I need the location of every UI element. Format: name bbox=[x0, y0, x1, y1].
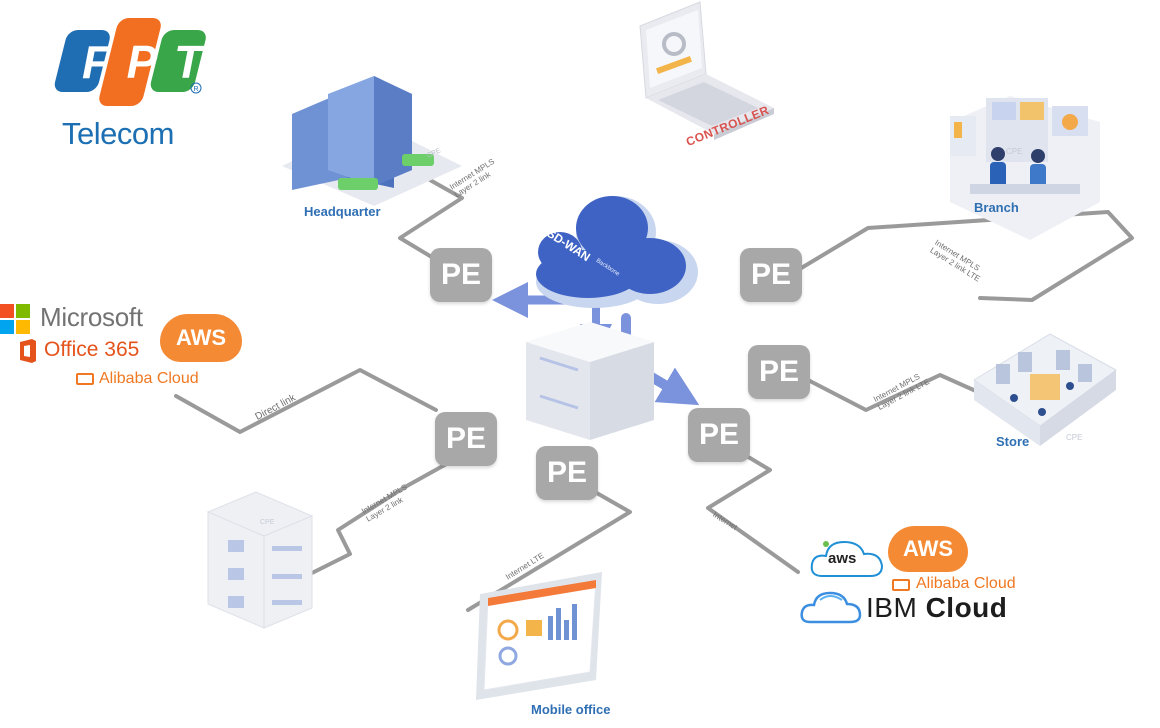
alibaba-icon-left bbox=[76, 373, 94, 385]
link-line-mobile bbox=[466, 490, 632, 612]
aws-small-cloud-icon bbox=[810, 540, 884, 577]
ibm-cloud-icon bbox=[800, 591, 862, 624]
pe-node-store: PE bbox=[748, 345, 810, 399]
pe-node-mobile: PE bbox=[536, 446, 598, 500]
brand-name: Telecom bbox=[62, 116, 174, 151]
svg-text:R: R bbox=[193, 86, 198, 93]
alibaba-icon-right bbox=[892, 579, 910, 591]
store-icon: CPE bbox=[973, 333, 1117, 446]
mobile-office-laptop-icon bbox=[476, 572, 602, 700]
link-line-direct bbox=[174, 368, 438, 434]
svg-text:CPE: CPE bbox=[1066, 433, 1082, 442]
link-line-branch bbox=[796, 210, 1134, 302]
server-stack-icon bbox=[526, 322, 654, 440]
svg-text:CPE: CPE bbox=[1006, 147, 1022, 156]
link-line-store bbox=[806, 373, 980, 412]
aws-badge-right: AWS bbox=[888, 526, 968, 572]
fpt-logo: F P T R bbox=[54, 18, 206, 106]
ibm-cloud-label: IBM Cloud bbox=[866, 592, 1008, 623]
microsoft-label: Microsoft bbox=[40, 302, 143, 332]
link-line-left-cpe bbox=[308, 460, 452, 576]
office-icon bbox=[20, 339, 36, 363]
store-caption: Store bbox=[996, 434, 1030, 449]
pe-node-left: PE bbox=[435, 412, 497, 466]
left-cpe-device-icon: CPE bbox=[206, 491, 314, 629]
pe-node-headquarter: PE bbox=[430, 248, 492, 302]
sd-wan-cloud-icon bbox=[536, 196, 698, 308]
link-line-headquarter bbox=[398, 178, 464, 264]
office365-label: Office 365 bbox=[44, 338, 140, 361]
alibaba-label-left: Alibaba Cloud bbox=[99, 370, 199, 387]
branch-office-icon: CPE bbox=[950, 96, 1100, 240]
pe-node-branch: PE bbox=[740, 248, 802, 302]
microsoft-logo-icon bbox=[0, 304, 30, 334]
pe-node-right: PE bbox=[688, 408, 750, 462]
mobile-office-caption: Mobile office bbox=[531, 702, 611, 717]
aws-badge-left: AWS bbox=[160, 314, 242, 362]
headquarter-caption: Headquarter bbox=[304, 204, 381, 219]
svg-text:F: F bbox=[82, 36, 112, 88]
headquarter-building-icon: CPE bbox=[282, 76, 462, 206]
svg-text:P: P bbox=[127, 36, 158, 88]
branch-caption: Branch bbox=[974, 200, 1019, 215]
alibaba-label-right: Alibaba Cloud bbox=[916, 575, 1016, 592]
svg-text:CPE: CPE bbox=[260, 519, 275, 526]
link-line-internet bbox=[706, 453, 800, 574]
svg-text:T: T bbox=[174, 36, 206, 88]
controller-laptop-icon bbox=[639, 1, 774, 140]
aws-small-label: aws bbox=[828, 550, 857, 567]
